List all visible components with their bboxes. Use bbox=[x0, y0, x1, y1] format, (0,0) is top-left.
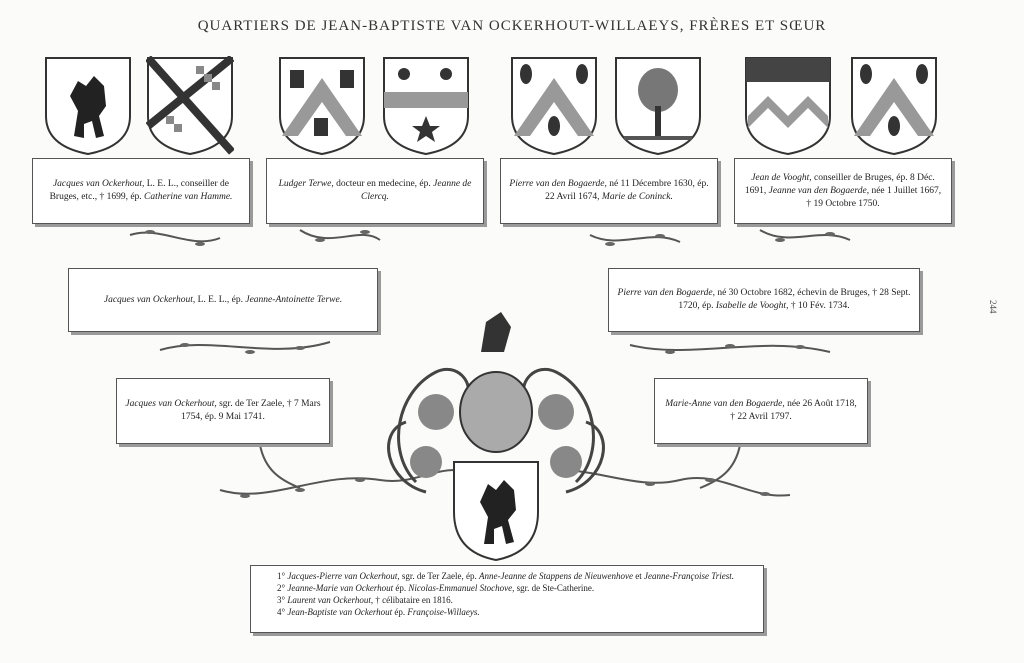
ancestor-box: Pierre van den Bogaerde, né 30 Octobre 1… bbox=[608, 268, 920, 332]
lion-chevron-icon bbox=[745, 57, 831, 156]
ancestor-box: Ludger Terwe, docteur en medecine, ép. J… bbox=[266, 158, 484, 224]
parent-box: Marie-Anne van den Bogaerde, née 26 Août… bbox=[654, 378, 868, 444]
list-item: 3° Laurent van Ockerhout, † célibataire … bbox=[277, 595, 453, 605]
chevron-towers-icon bbox=[279, 57, 365, 156]
checky-saltire-icon bbox=[146, 56, 234, 156]
squirrel-rampant-icon bbox=[45, 57, 131, 156]
crested-helm-squirrel-arms-icon bbox=[387, 312, 605, 562]
chevron-trees-icon bbox=[851, 57, 937, 156]
list-item: 4° Jean-Baptiste van Ockerhout ép. Franç… bbox=[277, 607, 480, 617]
page-title: QUARTIERS DE JEAN-BAPTISTE VAN OCKERHOUT… bbox=[197, 18, 827, 34]
ancestor-box: Jean de Vooght, conseiller de Bruges, ép… bbox=[734, 158, 952, 224]
list-item: 2° Jeanne-Marie van Ockerhout ép. Nicola… bbox=[277, 583, 595, 593]
page-number: 244 bbox=[988, 300, 998, 314]
list-item: 1° Jacques-Pierre van Ockerhout, sgr. de… bbox=[277, 571, 734, 581]
trefoils-star-icon bbox=[383, 57, 469, 156]
ancestor-box: Pierre van den Bogaerde, né 11 Décembre … bbox=[500, 158, 718, 224]
tree-on-mound-icon bbox=[615, 57, 701, 156]
children-list: 1° Jacques-Pierre van Ockerhout, sgr. de… bbox=[250, 565, 764, 633]
parent-box: Jacques van Ockerhout, sgr. de Ter Zaele… bbox=[116, 378, 330, 444]
chevron-trees-icon bbox=[511, 57, 597, 156]
ancestor-box: Jacques van Ockerhout, L. E. L., conseil… bbox=[32, 158, 250, 224]
ancestor-box: Jacques van Ockerhout, L. E. L., ép. Jea… bbox=[68, 268, 378, 332]
